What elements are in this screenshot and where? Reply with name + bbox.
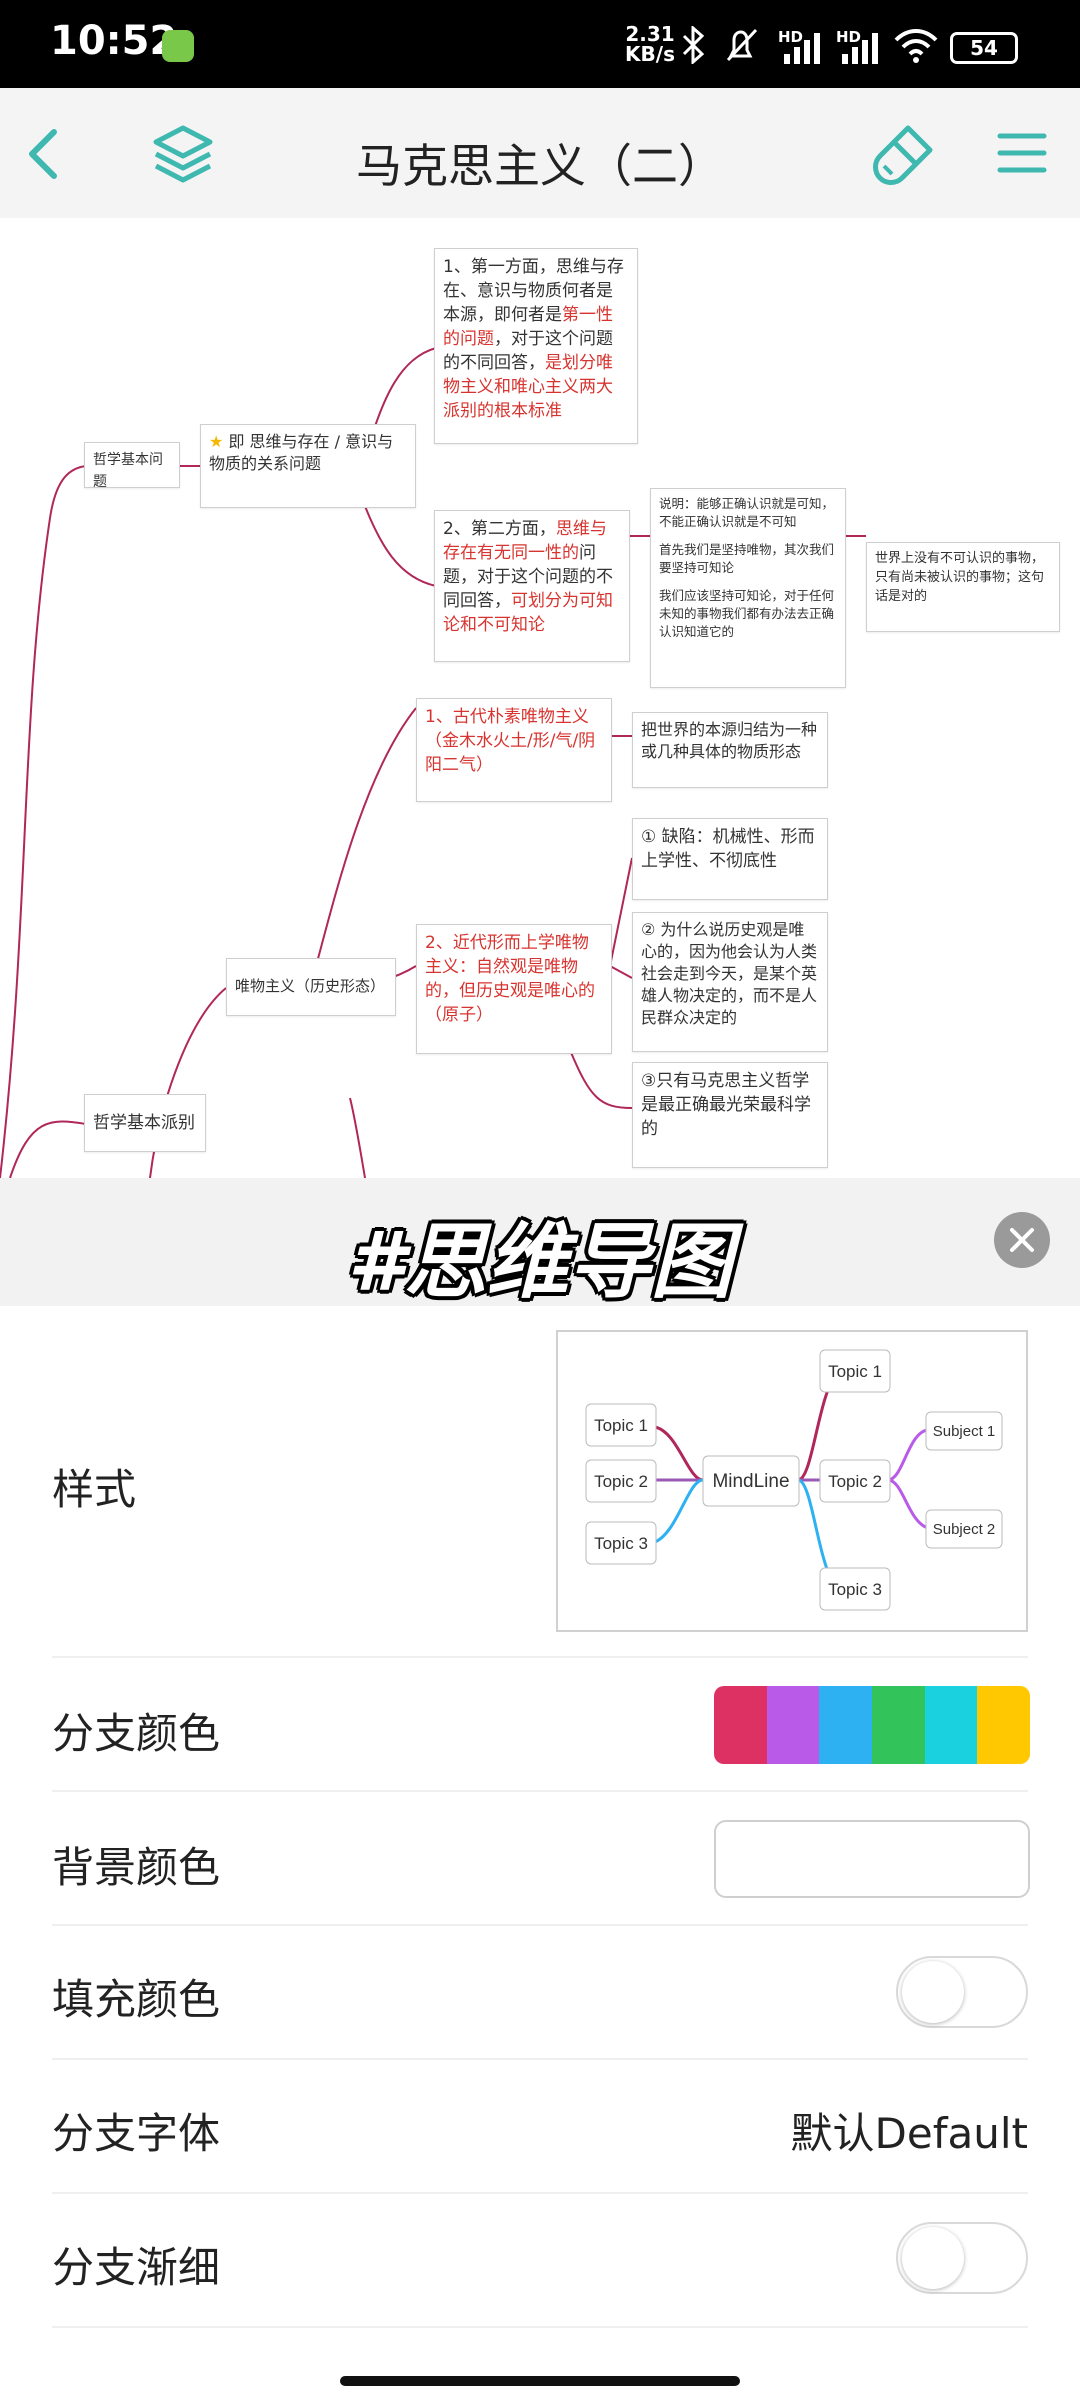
node-second-aspect[interactable]: 2、第二方面，思维与存在有无同一性的问题，对于这个问题的不同回答，可划分为可知论… [434, 510, 630, 662]
hd-label-1: HD [778, 28, 804, 46]
fill-color-toggle[interactable] [896, 1956, 1028, 2028]
mute-icon [726, 28, 758, 62]
fill-color-label: 填充颜色 [52, 1975, 221, 2024]
bluetooth-icon [682, 26, 705, 64]
chevron-left-icon[interactable] [20, 126, 68, 182]
preview-subject-2: Subject 2 [933, 1521, 996, 1538]
hamburger-menu-icon[interactable] [996, 128, 1048, 178]
node-philosophy-schools[interactable]: 哲学基本派别 [84, 1094, 206, 1152]
node-second-aspect-text-3: 问题，对于这个问题的不同回答， [443, 543, 613, 611]
preview-left-topic-2: Topic 2 [594, 1472, 648, 1491]
node-second-aspect-text-1: 2、第二方面， [443, 519, 556, 539]
background-color-label: 背景颜色 [52, 1843, 221, 1892]
node-thinking-existence-relation[interactable]: ★ 即 思维与存在 / 意识与物质的关系问题 [200, 424, 416, 508]
style-preview[interactable]: Topic 1 Topic 2 Topic 3 MindLine Topic 1… [556, 1330, 1028, 1632]
network-speed: 2.31 KB/s [622, 24, 678, 64]
branch-taper-label: 分支渐细 [52, 2243, 221, 2292]
page-title: 马克思主义（二） [356, 139, 724, 193]
node-explanation-p2: 首先我们是坚持唯物，其次我们要坚持可知论 [659, 542, 835, 575]
status-bar: 10:52 2.31 KB/s HD HD 54 [0, 0, 1080, 88]
branch-font-value[interactable]: 默认Default [790, 2109, 1028, 2158]
branch-taper-toggle[interactable] [896, 2222, 1028, 2294]
node-explanation-p3: 我们应该坚持可知论，对于任何未知的事物我们都有办法去正确认识知道它的 [659, 588, 835, 639]
node-material-forms[interactable]: 把世界的本源归结为一种或几种具体的物质形态 [632, 712, 828, 788]
signal-icon [784, 33, 820, 64]
signal-icon-2 [842, 33, 878, 64]
node-marxism-correct[interactable]: ③只有马克思主义哲学是最正确最光荣最科学的 [632, 1062, 828, 1168]
swatch-6 [977, 1686, 1030, 1764]
divider [52, 2192, 1028, 2194]
node-first-aspect-text-4: 是划分唯物主义和唯心主义两大派别的根本标准 [443, 353, 613, 421]
style-preview-diagram: Topic 1 Topic 2 Topic 3 MindLine Topic 1… [585, 1349, 1003, 1611]
swatch-5 [924, 1686, 978, 1764]
node-thinking-existence-text: 即 思维与存在 / 意识与物质的关系问题 [209, 432, 394, 473]
toggle-knob [902, 1961, 964, 2023]
star-icon: ★ [209, 432, 224, 451]
network-speed-value: 2.31 [625, 22, 675, 46]
close-button[interactable] [994, 1212, 1050, 1268]
branch-color-swatches[interactable] [714, 1686, 1030, 1764]
node-first-aspect[interactable]: 1、第一方面，思维与存在、意识与物质何者是本源，即何者是第一性的问题，对于这个问… [434, 248, 638, 444]
node-defects[interactable]: ① 缺陷：机械性、形而上学性、不彻底性 [632, 818, 828, 900]
node-idealist-history[interactable]: ② 为什么说历史观是唯心的，因为他会认为人类社会走到今天，是某个英雄人物决定的，… [632, 912, 828, 1052]
status-time: 10:52 [50, 18, 178, 64]
preview-left-topic-1: Topic 1 [594, 1416, 648, 1435]
swatch-3 [819, 1686, 873, 1764]
close-icon [1010, 1228, 1034, 1252]
node-materialism-history[interactable]: 唯物主义（历史形态） [226, 958, 396, 1016]
node-philosophy-basic-question[interactable]: 哲学基本问题 [84, 442, 180, 490]
node-first-aspect-text-1: 1、第一方面，思维与存在、意识与物质何者是本源，即何者是 [443, 257, 624, 325]
divider [52, 1790, 1028, 1792]
mindmap-canvas[interactable]: 哲学基本问题 ★ 即 思维与存在 / 意识与物质的关系问题 1、第一方面，思维与… [0, 218, 1080, 1178]
hashtag-overlay: #思维导图 [347, 1215, 733, 1310]
divider [52, 1656, 1028, 1658]
paint-brush-icon[interactable] [870, 122, 936, 188]
node-first-aspect-text-3: ，对于这个问题的不同回答， [443, 329, 613, 373]
toggle-knob [902, 2227, 964, 2289]
node-second-aspect-text-4: 可划分为可知论和不可知论 [443, 591, 613, 635]
swatch-4 [872, 1686, 925, 1764]
home-indicator[interactable] [340, 2376, 740, 2386]
divider [52, 1924, 1028, 1926]
node-knowable-world[interactable]: 世界上没有不可认识的事物，只有尚未被认识的事物；这句话是对的 [866, 542, 1060, 632]
wifi-icon [894, 29, 938, 63]
divider [52, 2058, 1028, 2060]
node-ancient-materialism[interactable]: 1、古代朴素唯物主义（金木水火土/形/气/阴阳二气） [416, 698, 612, 802]
node-first-aspect-text-2: 第一性的问题 [443, 305, 613, 349]
branch-color-label: 分支颜色 [52, 1709, 221, 1758]
preview-subject-1: Subject 1 [933, 1423, 996, 1440]
preview-right-topic-1: Topic 1 [828, 1362, 882, 1381]
style-label: 样式 [52, 1465, 137, 1514]
layers-icon[interactable] [152, 124, 214, 184]
node-modern-materialism[interactable]: 2、近代形而上学唯物主义：自然观是唯物的，但历史观是唯心的（原子） [416, 924, 612, 1054]
preview-left-topic-3: Topic 3 [594, 1534, 648, 1553]
swatch-2 [766, 1686, 820, 1764]
branch-font-label: 分支字体 [52, 2109, 221, 2158]
swatch-1 [714, 1686, 767, 1764]
preview-center: MindLine [712, 1471, 789, 1492]
background-color-picker[interactable] [714, 1820, 1030, 1898]
app-notification-icon [162, 30, 194, 62]
node-explanation-p1: 说明：能够正确认识就是可知，不能正确认识就是不可知 [659, 496, 835, 529]
hd-label-2: HD [836, 28, 862, 46]
network-speed-unit: KB/s [625, 42, 675, 66]
battery-indicator: 54 [950, 32, 1018, 64]
divider [52, 2326, 1028, 2328]
node-explanation[interactable]: 说明：能够正确认识就是可知，不能正确认识就是不可知 首先我们是坚持唯物，其次我们… [650, 488, 846, 688]
hashtag-band [0, 1178, 1080, 1306]
preview-right-topic-2: Topic 2 [828, 1472, 882, 1491]
node-second-aspect-text-2: 思维与存在有无同一性的 [443, 519, 607, 563]
preview-right-topic-3: Topic 3 [828, 1580, 882, 1599]
